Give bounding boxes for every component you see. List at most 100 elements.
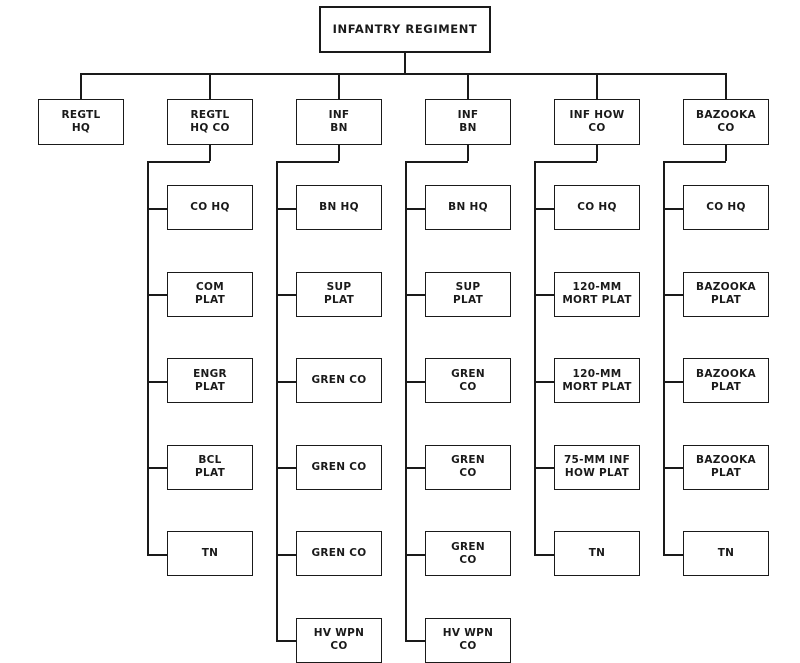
unit-box-label: INF HOW CO	[569, 109, 625, 134]
connector-line	[405, 553, 425, 556]
unit-box-label: INF BN	[328, 109, 350, 134]
connector-line	[276, 380, 296, 383]
sub-unit-box-label: TN	[588, 547, 606, 559]
connector-line	[147, 467, 167, 469]
unit-box: INF BN	[296, 99, 382, 145]
connector-line	[147, 553, 167, 556]
sub-unit-box: GREN CO	[296, 358, 382, 403]
sub-unit-box: 120-MM MORT PLAT	[554, 271, 640, 317]
connector-line	[534, 207, 554, 210]
connector-line	[405, 161, 468, 163]
sub-unit-box-label: HV WPN CO	[442, 627, 494, 652]
unit-box: INF HOW CO	[554, 99, 640, 145]
connector-line	[80, 73, 82, 99]
sub-unit-box: CO HQ	[683, 185, 769, 230]
connector-line	[276, 294, 296, 296]
connector-line	[147, 294, 167, 296]
unit-box: REGTL HQ CO	[167, 99, 253, 145]
connector-line	[534, 294, 554, 296]
unit-box: INF BN	[425, 99, 511, 145]
connector-line	[209, 145, 211, 161]
sub-unit-box-label: BAZOOKA PLAT	[696, 281, 756, 306]
sub-unit-box-label: BN HQ	[319, 201, 359, 213]
sub-unit-box-label: GREN CO	[451, 367, 485, 393]
unit-box-label: REGTL HQ CO	[190, 109, 230, 134]
sub-unit-box-label: GREN CO	[311, 460, 367, 473]
connector-line	[534, 161, 597, 163]
connector-line	[467, 145, 469, 161]
connector-line	[596, 73, 598, 99]
connector-line	[663, 161, 665, 555]
sub-unit-box-label: 120-MM MORT PLAT	[562, 281, 632, 306]
sub-unit-box: BAZOOKA PLAT	[683, 358, 769, 403]
sub-unit-box-label: BAZOOKA PLAT	[696, 454, 756, 479]
connector-line	[276, 161, 339, 163]
connector-line	[596, 145, 598, 161]
sub-unit-box: BN HQ	[425, 185, 511, 230]
connector-line	[276, 553, 296, 556]
connector-line	[405, 640, 425, 642]
sub-unit-box-label: CO HQ	[706, 201, 746, 213]
connector-line	[663, 294, 683, 296]
root-unit-box: INFANTRY REGIMENT	[319, 6, 491, 53]
sub-unit-box-label: TN	[201, 547, 219, 559]
unit-box-label: BAZOOKA CO	[696, 109, 756, 134]
sub-unit-box: TN	[683, 531, 769, 576]
sub-unit-box-label: TN	[717, 547, 735, 559]
connector-line	[534, 553, 554, 556]
sub-unit-box: CO HQ	[554, 185, 640, 230]
sub-unit-box: 120-MM MORT PLAT	[554, 358, 640, 403]
connector-line	[338, 145, 340, 161]
sub-unit-box-label: CO HQ	[577, 201, 617, 213]
connector-line	[147, 207, 167, 210]
sub-unit-box-label: BAZOOKA PLAT	[696, 367, 756, 393]
sub-unit-box: HV WPN CO	[425, 617, 511, 663]
connector-line	[663, 380, 683, 383]
sub-unit-box-label: BN HQ	[448, 201, 488, 213]
sub-unit-box: GREN CO	[425, 444, 511, 490]
connector-line	[338, 73, 340, 99]
connector-line	[467, 73, 469, 99]
root-unit-label: INFANTRY REGIMENT	[332, 22, 478, 36]
sub-unit-box: TN	[554, 531, 640, 576]
sub-unit-box-label: GREN CO	[451, 454, 485, 479]
sub-unit-box-label: GREN CO	[311, 547, 367, 559]
sub-unit-box-label: SUP PLAT	[452, 281, 484, 306]
unit-box: BAZOOKA CO	[683, 99, 769, 145]
connector-line	[209, 73, 211, 99]
connector-line	[534, 161, 536, 555]
connector-line	[404, 53, 406, 73]
connector-line	[663, 161, 726, 163]
sub-unit-box-label: HV WPN CO	[313, 627, 365, 652]
sub-unit-box: BAZOOKA PLAT	[683, 271, 769, 317]
connector-line	[534, 380, 554, 383]
sub-unit-box: BCL PLAT	[167, 444, 253, 490]
connector-line	[725, 73, 727, 99]
connector-line	[725, 145, 727, 161]
sub-unit-box-label: 120-MM MORT PLAT	[562, 367, 632, 393]
sub-unit-box: SUP PLAT	[296, 271, 382, 317]
connector-line	[405, 380, 425, 383]
connector-line	[147, 161, 149, 555]
sub-unit-box-label: GREN CO	[451, 540, 485, 566]
sub-unit-box-label: SUP PLAT	[323, 281, 355, 306]
connector-line	[276, 467, 296, 469]
connector-line	[534, 467, 554, 469]
sub-unit-box: BN HQ	[296, 185, 382, 230]
connector-line	[405, 294, 425, 296]
sub-unit-box-label: COM PLAT	[194, 281, 226, 306]
connector-line	[276, 161, 278, 641]
sub-unit-box: TN	[167, 531, 253, 576]
connector-line	[663, 207, 683, 210]
sub-unit-box: CO HQ	[167, 185, 253, 230]
sub-unit-box: BAZOOKA PLAT	[683, 444, 769, 490]
sub-unit-box: GREN CO	[296, 531, 382, 576]
connector-line	[276, 640, 296, 642]
sub-unit-box: GREN CO	[296, 444, 382, 490]
connector-line	[276, 207, 296, 210]
sub-unit-box: GREN CO	[425, 531, 511, 576]
sub-unit-box: GREN CO	[425, 358, 511, 403]
unit-box: REGTL HQ	[38, 99, 124, 145]
connector-line	[81, 73, 727, 75]
